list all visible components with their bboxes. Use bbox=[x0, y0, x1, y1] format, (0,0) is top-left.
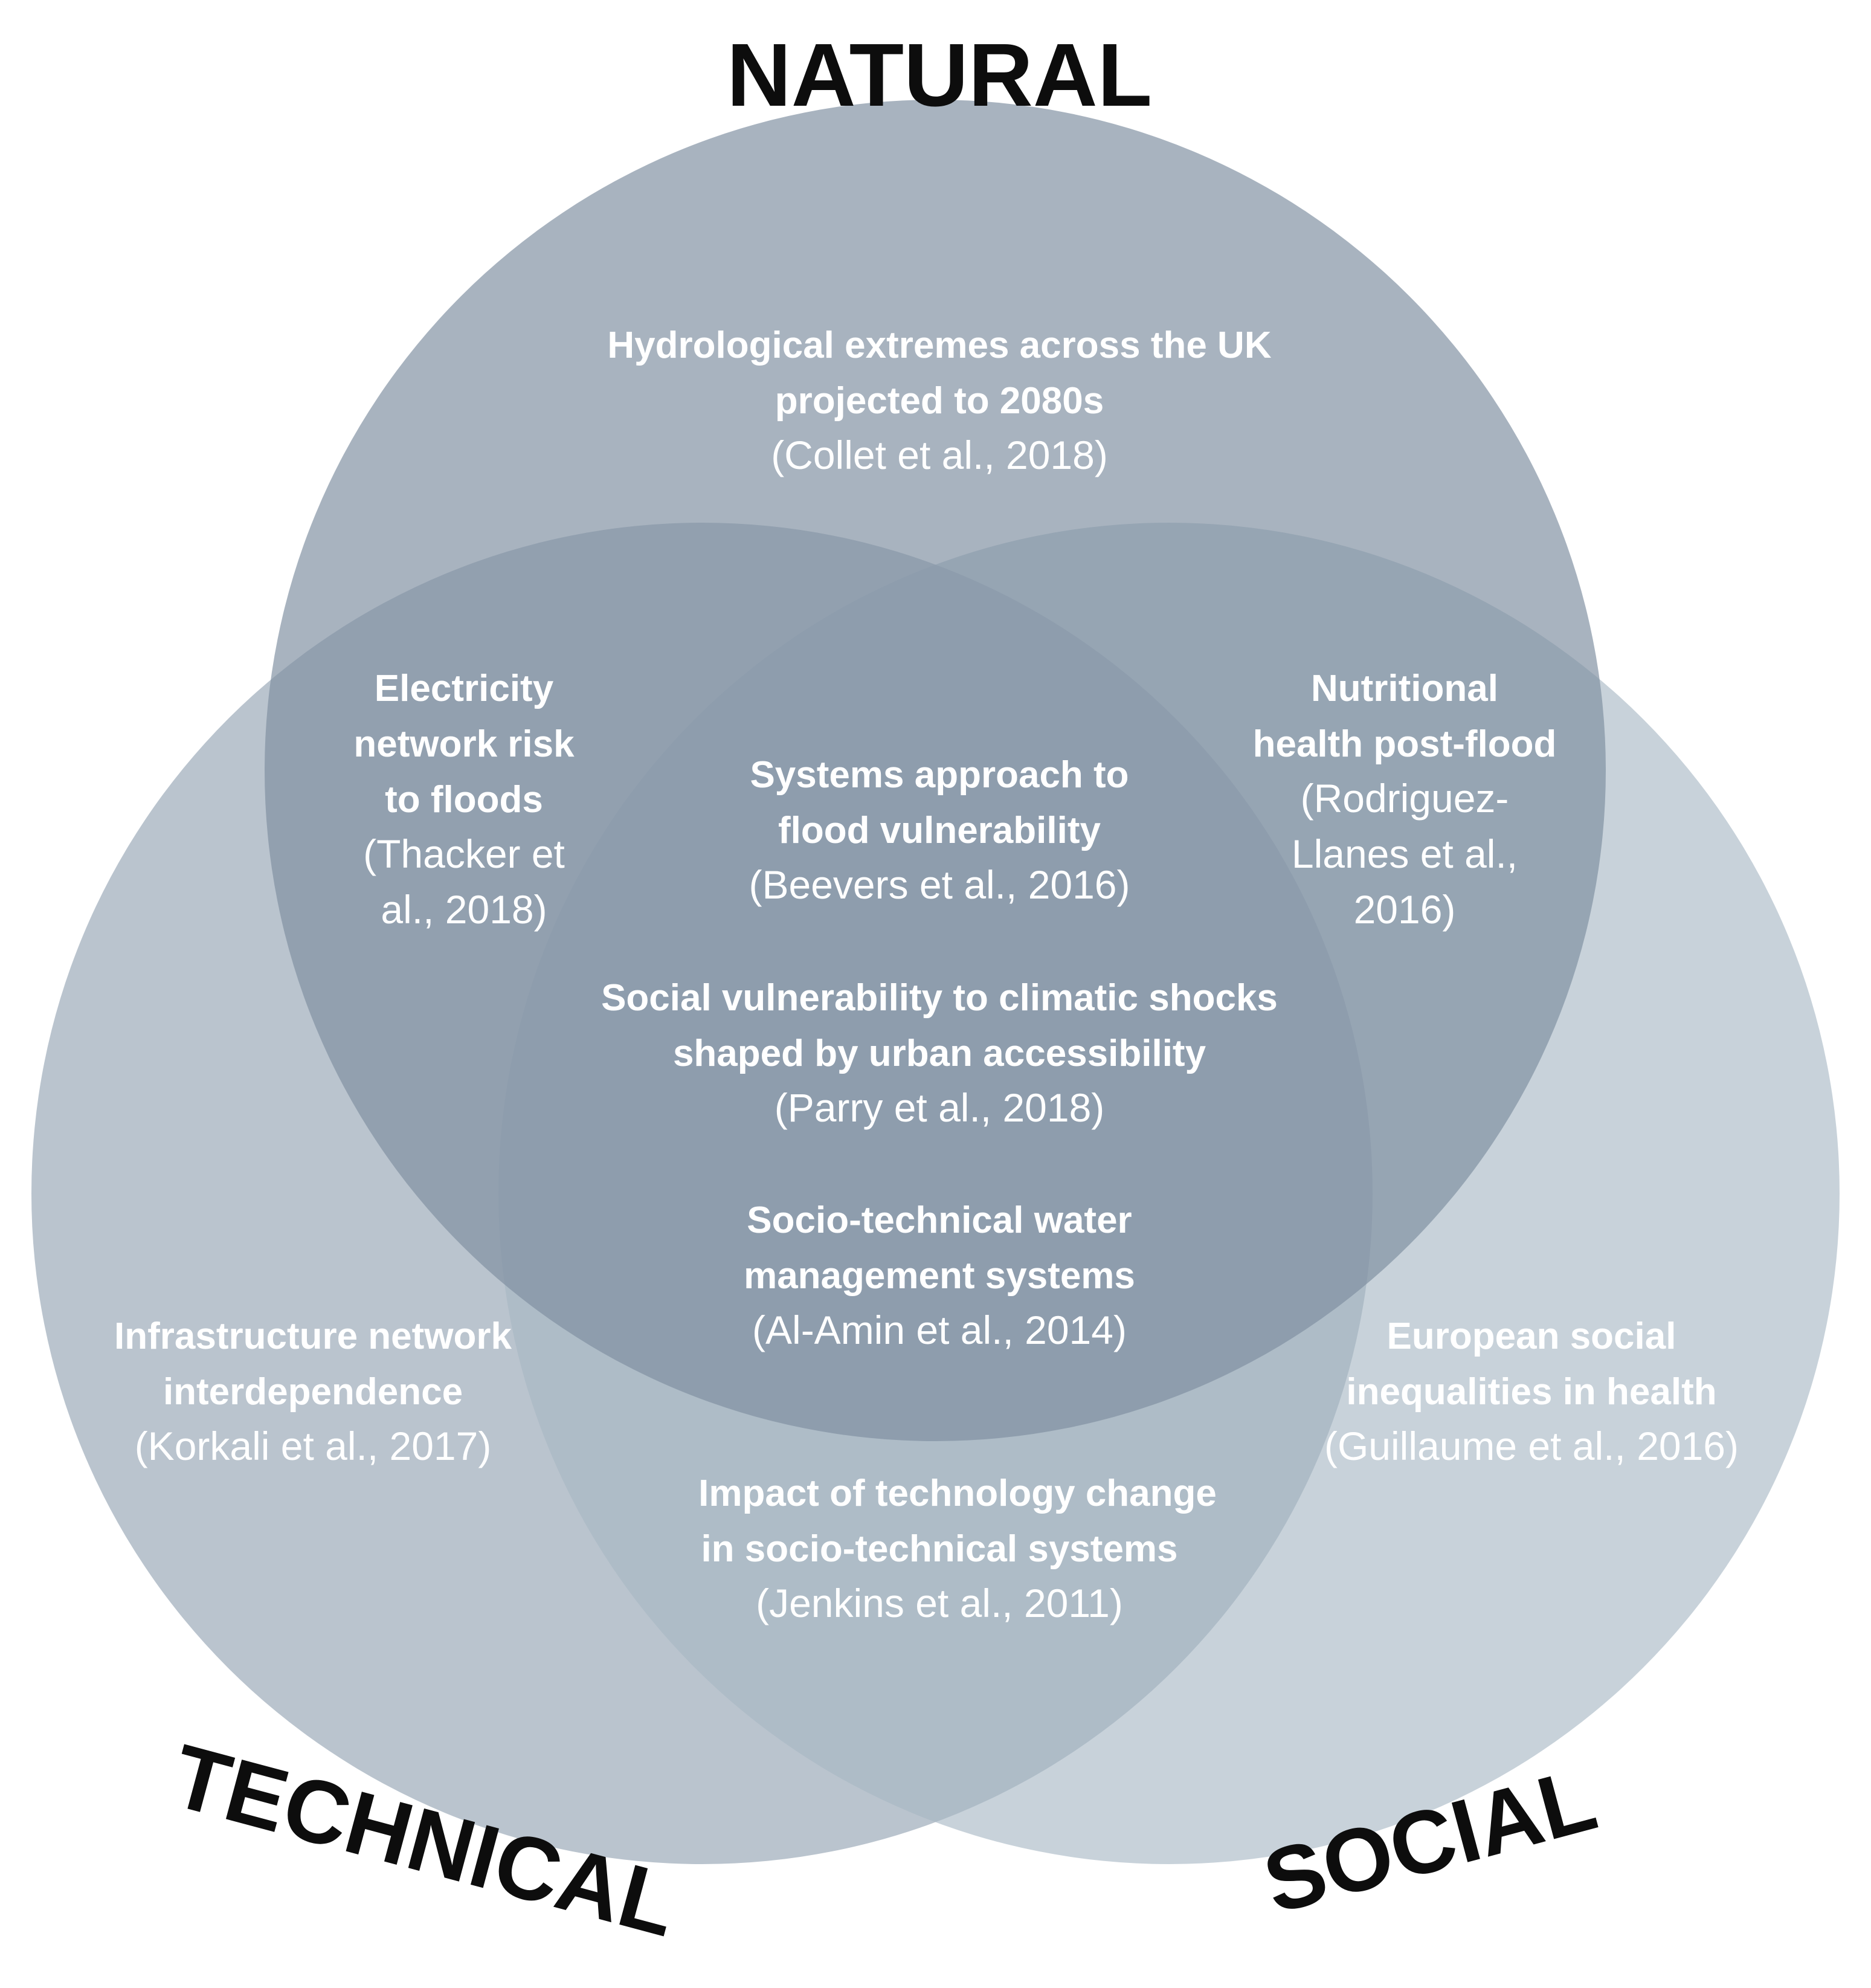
region-citation: (Collet et al., 2018) bbox=[771, 433, 1108, 477]
region-social-only: European social inequalities in health (… bbox=[1324, 1315, 1739, 1468]
region-citation: (Guillaume et al., 2016) bbox=[1324, 1424, 1739, 1468]
region-title-line: management systems bbox=[744, 1255, 1135, 1297]
region-title-line: to floods bbox=[385, 779, 543, 821]
region-citation: al., 2018) bbox=[381, 887, 547, 932]
region-title-line: in socio-technical systems bbox=[701, 1528, 1177, 1570]
region-citation: (Thacker et bbox=[363, 831, 565, 876]
region-citation: 2016) bbox=[1354, 887, 1456, 932]
region-center-3: Socio-technical water management systems… bbox=[744, 1199, 1135, 1352]
region-title-line: European social bbox=[1387, 1315, 1676, 1357]
region-title-line: Infrastructure network bbox=[114, 1315, 512, 1357]
region-title-line: Systems approach to bbox=[750, 754, 1129, 796]
region-title-line: shaped by urban accessibility bbox=[673, 1033, 1206, 1074]
region-title-line: Socio-technical water bbox=[747, 1199, 1132, 1241]
region-citation: (Jenkins et al., 2011) bbox=[756, 1581, 1123, 1625]
region-title-line: network risk bbox=[353, 723, 575, 765]
region-natural-only: Hydrological extremes across the UK proj… bbox=[607, 324, 1271, 477]
circle-natural bbox=[265, 100, 1606, 1441]
region-citation: (Parry et al., 2018) bbox=[774, 1085, 1105, 1130]
region-title-line: interdependence bbox=[163, 1371, 463, 1413]
region-natural-technical: Electricity network risk to floods (Thac… bbox=[353, 668, 575, 932]
region-center-1: Systems approach to flood vulnerability … bbox=[749, 754, 1130, 907]
region-center-2: Social vulnerability to climatic shocks … bbox=[601, 977, 1278, 1130]
region-natural-social: Nutritional health post-flood (Rodriguez… bbox=[1253, 668, 1557, 932]
region-title-line: Impact of technology change bbox=[698, 1473, 1217, 1514]
region-citation: Llanes et al., bbox=[1292, 831, 1518, 876]
region-citation: (Korkali et al., 2017) bbox=[135, 1424, 492, 1468]
region-title-line: flood vulnerability bbox=[778, 810, 1101, 851]
region-title-line: Hydrological extremes across the UK bbox=[607, 324, 1271, 366]
region-title-line: Electricity bbox=[375, 668, 554, 709]
region-title-line: projected to 2080s bbox=[775, 380, 1104, 422]
region-title-line: Nutritional bbox=[1311, 668, 1498, 709]
region-citation: (Beevers et al., 2016) bbox=[749, 862, 1130, 907]
region-title-line: Social vulnerability to climatic shocks bbox=[601, 977, 1278, 1019]
region-citation: (Al-Amin et al., 2014) bbox=[752, 1308, 1127, 1352]
region-title-line: inequalities in health bbox=[1346, 1371, 1716, 1413]
set-label-natural: NATURAL bbox=[727, 25, 1152, 125]
region-citation: (Rodriguez- bbox=[1301, 776, 1509, 821]
region-technical-only: Infrastructure network interdependence (… bbox=[114, 1315, 512, 1468]
region-technical-social: Impact of technology change in socio-tec… bbox=[698, 1473, 1217, 1625]
region-title-line: health post-flood bbox=[1253, 723, 1557, 765]
